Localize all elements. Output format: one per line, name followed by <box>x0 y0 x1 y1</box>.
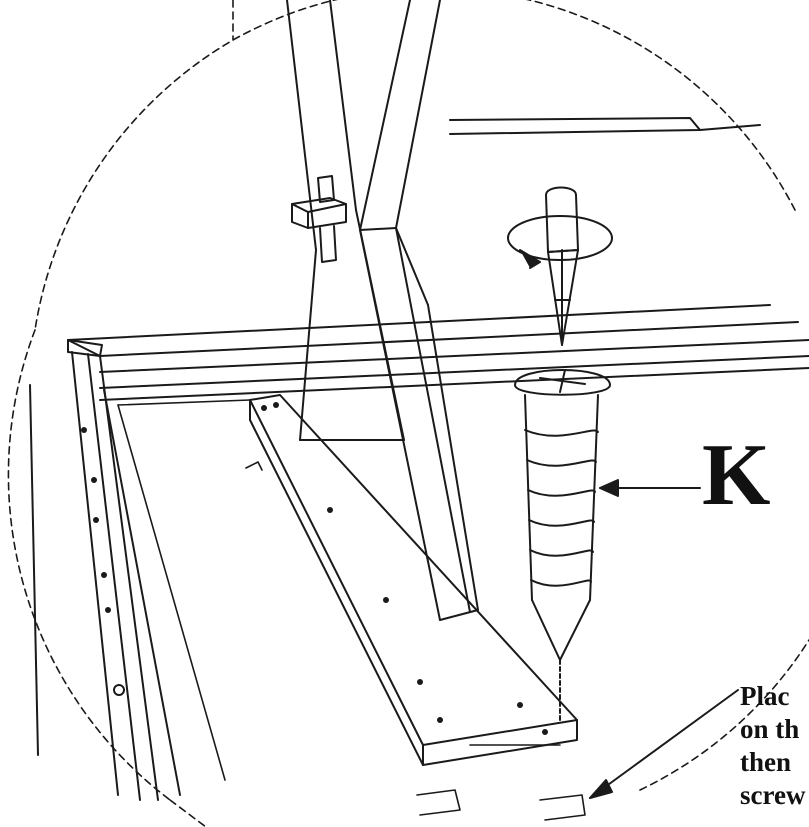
back-rail <box>449 117 761 135</box>
note-line: on th <box>740 714 800 744</box>
base-screw-holes <box>81 402 548 735</box>
floor-plates <box>245 461 586 821</box>
part-label-k: K <box>702 427 771 524</box>
rotation-arrow-icon <box>507 215 613 269</box>
screw-k <box>514 369 611 721</box>
placement-note: Plac on th then screw <box>740 680 805 812</box>
floor-edges <box>117 399 561 781</box>
floor-hole <box>113 684 125 696</box>
note-line: screw <box>740 780 806 810</box>
note-line: Plac <box>740 681 790 711</box>
clamp-block <box>291 175 347 263</box>
screwdriver <box>545 186 579 346</box>
note-leader-arrow <box>589 689 739 799</box>
left-frame <box>29 339 181 801</box>
base-foot-board <box>249 394 578 766</box>
x-brace-post <box>286 0 479 621</box>
note-line: then <box>740 747 792 777</box>
horizontal-rail <box>67 304 809 401</box>
